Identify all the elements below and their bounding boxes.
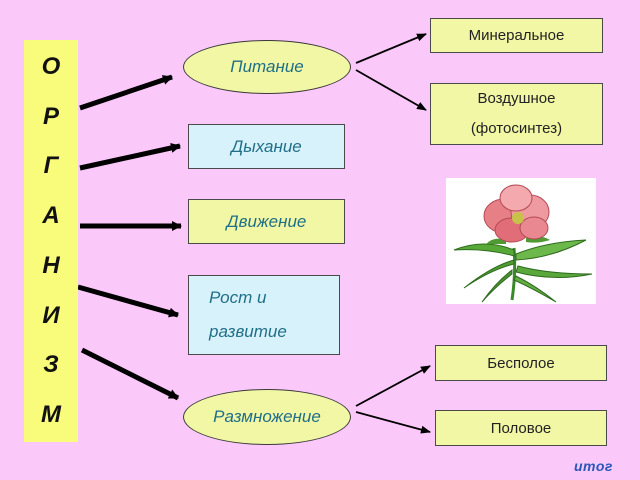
arrow-to-respiration [80, 146, 180, 168]
word-letter: А [42, 204, 59, 228]
movement-node: Движение [188, 199, 345, 244]
respiration-label: Дыхание [231, 137, 302, 157]
growth-label-line1: Рост и [209, 281, 266, 315]
word-letter: Н [42, 254, 59, 278]
sexual-reproduction-box: Половое [435, 410, 607, 446]
asexual-label: Бесполое [487, 355, 554, 372]
arrow-to-growth [78, 287, 178, 315]
arrow-to-nutrition [80, 77, 172, 108]
arrow-to-sexual [356, 412, 430, 432]
sexual-label: Половое [491, 420, 552, 437]
movement-label: Движение [227, 212, 307, 232]
arrow-to-air [356, 70, 426, 110]
reproduction-label: Размножение [213, 407, 321, 427]
arrow-to-mineral [356, 34, 426, 63]
flower-illustration [446, 178, 596, 304]
mineral-nutrition-box: Минеральное [430, 18, 603, 53]
word-letter: О [42, 55, 61, 79]
flower-icon [446, 178, 596, 304]
nutrition-label: Питание [230, 57, 303, 77]
word-letter: И [42, 304, 59, 328]
arrow-to-reproduction [82, 350, 178, 398]
word-letter: З [43, 353, 58, 377]
growth-label-line2: развитие [209, 315, 287, 349]
air-label-line1: Воздушное [478, 84, 556, 114]
growth-node: Рост и развитие [188, 275, 340, 355]
mineral-label: Минеральное [469, 27, 565, 44]
asexual-reproduction-box: Бесполое [435, 345, 607, 381]
arrow-to-asexual [356, 366, 430, 406]
organism-word-column: О Р Г А Н И З М [24, 40, 78, 442]
nutrition-node: Питание [183, 40, 351, 94]
word-letter: Г [44, 154, 59, 178]
reproduction-node: Размножение [183, 389, 351, 445]
air-nutrition-box: Воздушное (фотосинтез) [430, 83, 603, 145]
word-letter: М [41, 403, 61, 427]
air-label-line2: (фотосинтез) [471, 114, 562, 144]
itog-link[interactable]: итог [574, 458, 613, 474]
respiration-node: Дыхание [188, 124, 345, 169]
word-letter: Р [43, 105, 59, 129]
